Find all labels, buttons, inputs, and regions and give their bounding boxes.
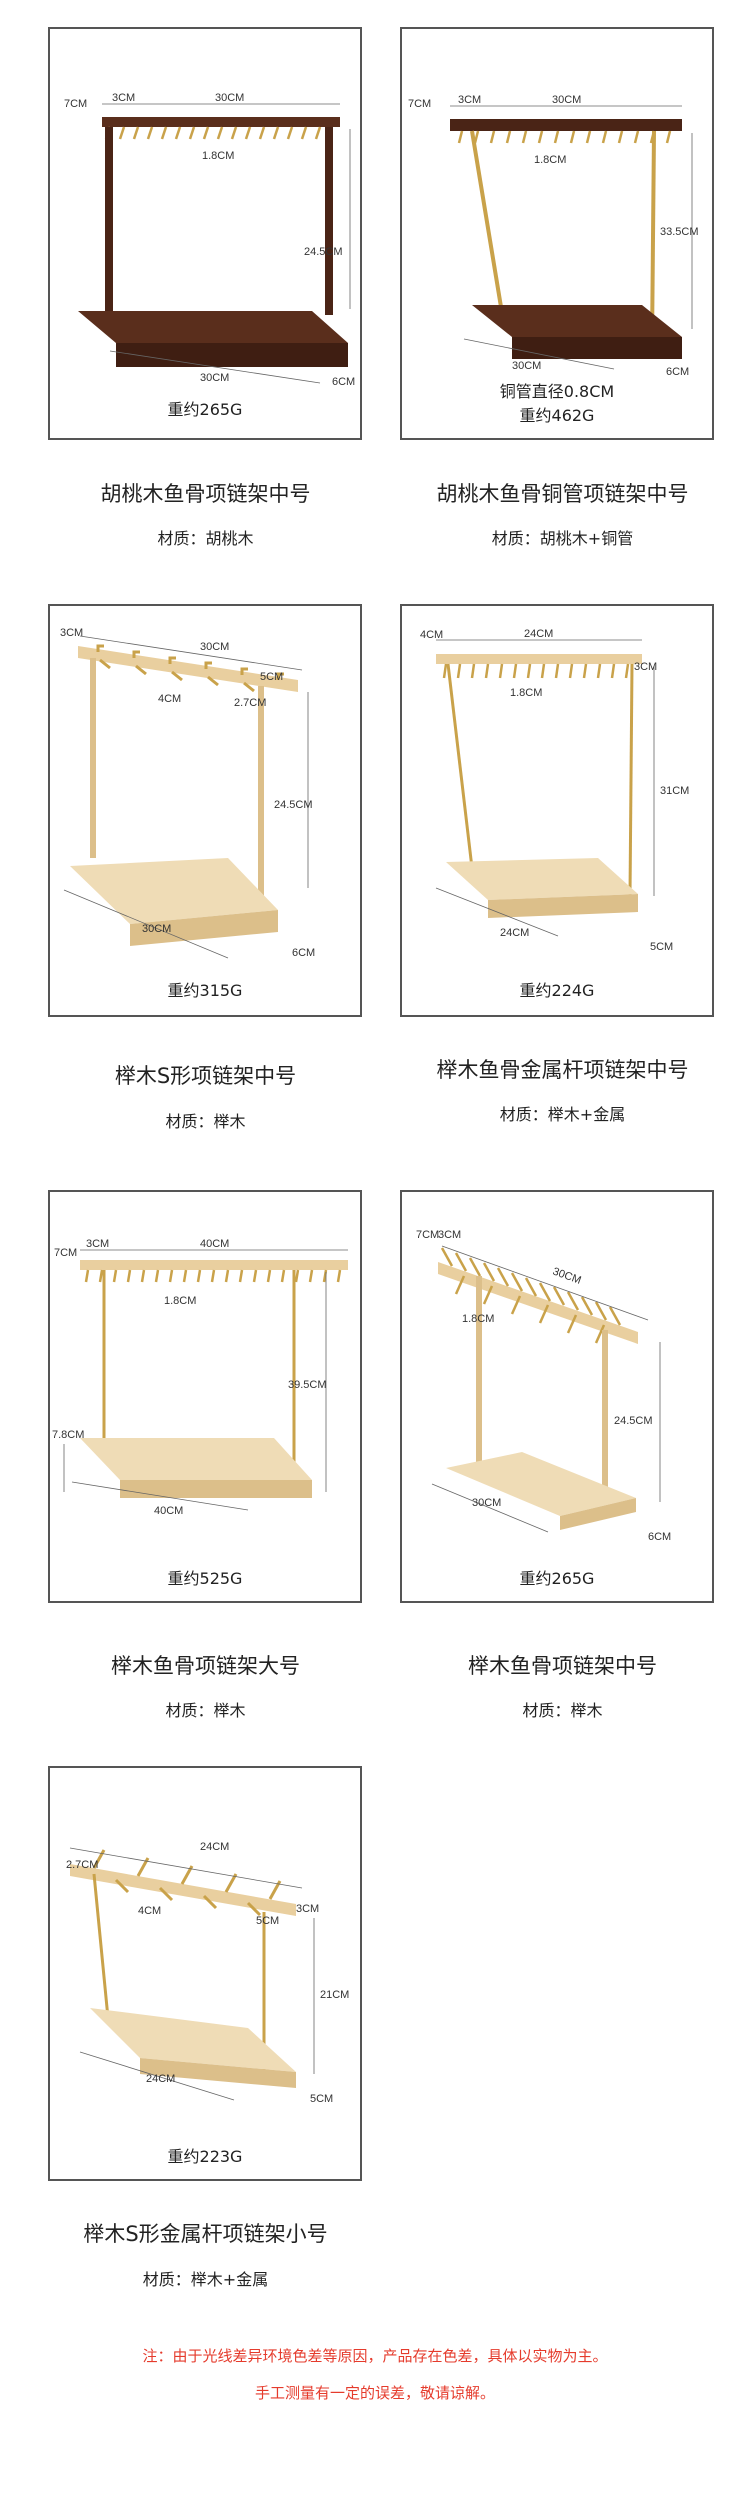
dim-base-len: 30CM xyxy=(142,923,171,935)
dim-bar-h: 5CM xyxy=(256,1915,279,1927)
product-material-2: 材质：胡桃木+铜管 xyxy=(491,529,634,548)
dim-base-w: 6CM xyxy=(648,1531,671,1543)
beech-s-metal-small-rack-image: 24CM 3CM 5CM 2.7CM 4CM 21CM 24CM 5CM xyxy=(66,1841,349,2105)
product-material-4: 材质：榉木+金属 xyxy=(499,1105,626,1124)
dim-bar-w: 3CM xyxy=(86,1238,109,1250)
beech-s-rack-image: 30CM 3CM 5CM 4CM 2.7CM 24.5CM 30CM 6CM xyxy=(60,627,315,959)
product-material-6: 材质：榉木 xyxy=(522,1701,603,1720)
dim-base-len: 30CM xyxy=(472,1497,501,1509)
product-card-6: 30CM 3CM 7CM 1.8CM 24.5CM 30CM 6CM 重约265… xyxy=(400,1190,714,1603)
product-card-4: 24CM 4CM 3CM 1.8CM 31CM 24CM 5CM 重约224G xyxy=(400,604,714,1017)
weight-label: 重约525G xyxy=(167,1569,243,1588)
dim-bar-h: 7CM xyxy=(408,98,431,110)
dim-base-w: 6CM xyxy=(666,366,689,378)
dim-width: 24CM xyxy=(524,628,553,640)
beech-fishbone-large-rack-image: 40CM 3CM 7CM 1.8CM 7.8CM 39.5CM 40CM xyxy=(52,1238,348,1517)
product-card-5: 40CM 3CM 7CM 1.8CM 7.8CM 39.5CM 40CM 重约5… xyxy=(48,1190,362,1603)
walnut-brass-rack-image: 30CM 3CM 7CM 1.8CM 33.5CM 30CM 6CM xyxy=(408,94,699,378)
product-title-6: 榉木鱼骨项链架中号 xyxy=(468,1654,657,1678)
dim-base-w: 5CM xyxy=(650,941,673,953)
dim-hook-pitch: 1.8CM xyxy=(510,687,542,699)
product-title-2: 胡桃木鱼骨铜管项链架中号 xyxy=(436,482,689,506)
dim-bar-w: 3CM xyxy=(296,1903,319,1915)
color-difference-note: 注：由于光线差异环境色差等原因，产品存在色差，具体以实物为主。 xyxy=(142,2347,608,2365)
product-material-5: 材质：榉木 xyxy=(165,1701,246,1720)
dim-bar-h: 7CM xyxy=(54,1247,77,1259)
dim-base-len: 24CM xyxy=(500,927,529,939)
dim-base-len: 30CM xyxy=(200,372,229,384)
beech-fishbone-medium-rack-image: 30CM 3CM 7CM 1.8CM 24.5CM 30CM 6CM xyxy=(416,1229,671,1543)
dim-height: 24.5CM xyxy=(614,1415,653,1427)
product-card-1: 30CM 3CM 7CM 1.8CM 24.5CM 30CM 6CM 重约265… xyxy=(48,27,362,440)
dim-base-w: 6CM xyxy=(292,947,315,959)
weight-label: 重约315G xyxy=(167,981,243,1000)
dim-hook-pitch: 1.8CM xyxy=(202,150,234,162)
beech-metal-fishbone-rack-image: 24CM 4CM 3CM 1.8CM 31CM 24CM 5CM xyxy=(420,628,689,953)
dim-side-h: 7.8CM xyxy=(52,1429,84,1441)
dim-bar-w: 3CM xyxy=(60,627,83,639)
dim-width: 30CM xyxy=(551,1266,583,1287)
dim-width: 30CM xyxy=(200,641,229,653)
dim-bar-h: 3CM xyxy=(634,661,657,673)
dim-hook-pitch: 4CM xyxy=(158,693,181,705)
product-material-1: 材质：胡桃木 xyxy=(157,529,254,548)
product-title-4: 榉木鱼骨金属杆项链架中号 xyxy=(436,1058,689,1082)
weight-label: 重约223G xyxy=(167,2147,243,2166)
product-card-2: 30CM 3CM 7CM 1.8CM 33.5CM 30CM 6CM 铜管直径0… xyxy=(400,27,714,440)
weight-label: 重约224G xyxy=(519,981,595,1000)
dim-height: 31CM xyxy=(660,785,689,797)
dim-bar-h: 7CM xyxy=(416,1229,439,1241)
dim-width: 24CM xyxy=(200,1841,229,1853)
dim-height: 33.5CM xyxy=(660,226,699,238)
product-title-3: 榉木S形项链架中号 xyxy=(114,1064,297,1088)
dim-width: 30CM xyxy=(215,92,244,104)
weight-label: 重约265G xyxy=(167,400,243,419)
weight-label: 重约462G xyxy=(519,406,595,425)
dim-bar-w: 3CM xyxy=(458,94,481,106)
dim-hook-len: 2.7CM xyxy=(234,697,266,709)
dim-width: 40CM xyxy=(200,1238,229,1250)
product-title-5: 榉木鱼骨项链架大号 xyxy=(111,1654,300,1678)
dim-height: 24.5CM xyxy=(304,246,343,258)
dim-hook-pitch: 1.8CM xyxy=(462,1313,494,1325)
dim-base-len: 40CM xyxy=(154,1505,183,1517)
dim-base-len: 24CM xyxy=(146,2073,175,2085)
dim-bar-w: 3CM xyxy=(112,92,135,104)
dim-width: 30CM xyxy=(552,94,581,106)
dim-hook-pitch: 4CM xyxy=(138,1905,161,1917)
dim-hook-pitch: 1.8CM xyxy=(164,1295,196,1307)
product-material-7: 材质：榉木+金属 xyxy=(142,2270,269,2289)
walnut-fishbone-rack-image: 30CM 3CM 7CM 1.8CM 24.5CM 30CM 6CM xyxy=(64,92,355,388)
product-card-3: 30CM 3CM 5CM 4CM 2.7CM 24.5CM 30CM 6CM 重… xyxy=(48,604,362,1017)
product-card-7: 24CM 3CM 5CM 2.7CM 4CM 21CM 24CM 5CM 重约2… xyxy=(48,1766,362,2181)
tube-diameter-label: 铜管直径0.8CM xyxy=(499,382,615,401)
product-title-1: 胡桃木鱼骨项链架中号 xyxy=(100,482,311,506)
dim-height: 21CM xyxy=(320,1989,349,2001)
dim-bar-h: 5CM xyxy=(260,671,283,683)
product-title-7: 榉木S形金属杆项链架小号 xyxy=(83,2222,328,2246)
dim-bar-w: 3CM xyxy=(438,1229,461,1241)
dim-hook-pitch: 1.8CM xyxy=(534,154,566,166)
weight-label: 重约265G xyxy=(519,1569,595,1588)
dim-hook-len: 2.7CM xyxy=(66,1859,98,1871)
dim-base-w: 6CM xyxy=(332,376,355,388)
dim-height: 24.5CM xyxy=(274,799,313,811)
dim-bar-w: 4CM xyxy=(420,629,443,641)
dim-bar-h: 7CM xyxy=(64,98,87,110)
dim-base-w: 5CM xyxy=(310,2093,333,2105)
dim-base-len: 30CM xyxy=(512,360,541,372)
product-material-3: 材质：榉木 xyxy=(165,1112,246,1131)
measurement-error-note: 手工测量有一定的误差，敬请谅解。 xyxy=(254,2384,495,2402)
dim-height: 39.5CM xyxy=(288,1379,327,1391)
